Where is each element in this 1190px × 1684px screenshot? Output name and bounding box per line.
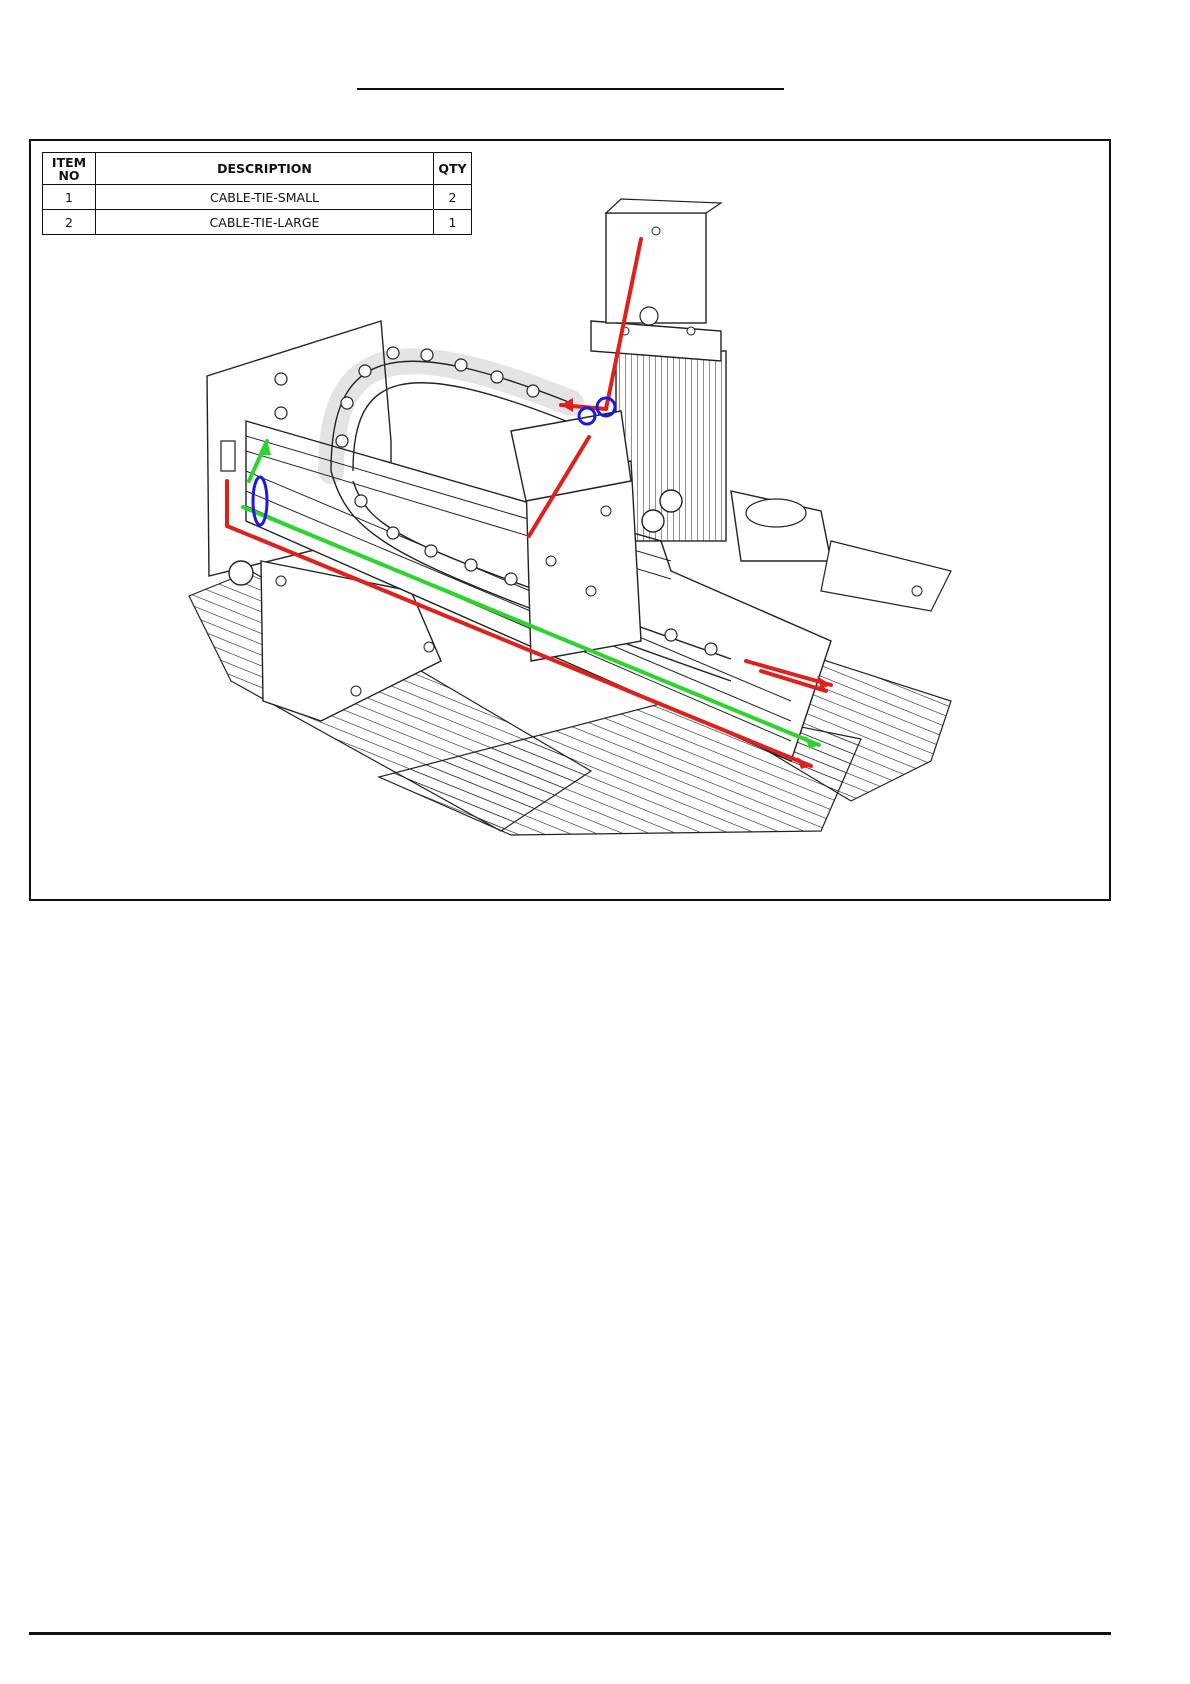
drawing-frame: ITEM NO DESCRIPTION QTY 1 CABLE-TIE-SMAL… [29, 139, 1111, 901]
cnc-gantry-drawing [31, 141, 1109, 899]
spindle-holder [731, 491, 831, 561]
title-underline [357, 88, 784, 90]
right-extrusion-end [821, 541, 951, 611]
footer-rule [29, 1632, 1111, 1635]
